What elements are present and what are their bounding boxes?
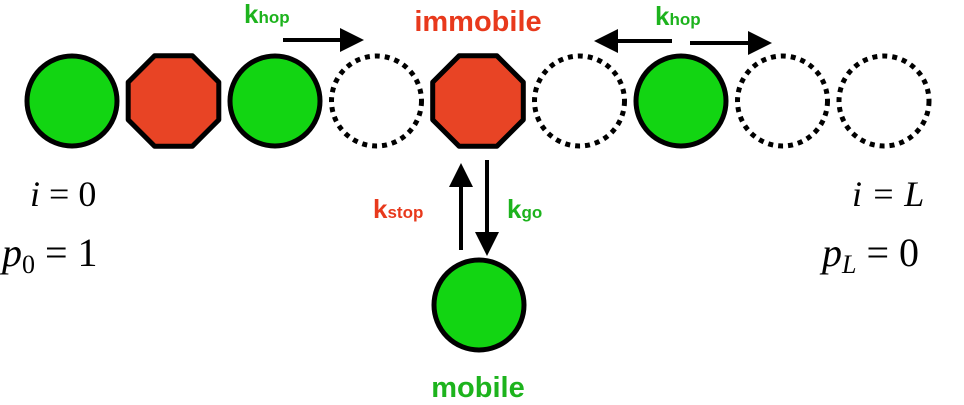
rate-hop-right-label: khop bbox=[655, 1, 701, 31]
mobile-label: mobile bbox=[431, 372, 524, 404]
rate-stop-label: kstop bbox=[373, 194, 423, 224]
left-prob-label: p0 = 1 bbox=[0, 230, 98, 279]
left-index-var: i bbox=[30, 174, 40, 214]
rate-stop-sub: stop bbox=[387, 203, 423, 222]
rate-hop-left-base: k bbox=[244, 0, 259, 29]
immobile-particle bbox=[125, 53, 222, 149]
rate-go-label: kgo bbox=[507, 194, 542, 224]
immobile-label: immobile bbox=[414, 6, 541, 38]
empty-site bbox=[532, 53, 627, 149]
lattice-row bbox=[24, 53, 932, 149]
immobile-particle bbox=[430, 53, 526, 149]
right-index-label: i = L bbox=[852, 174, 924, 214]
right-index-var: i bbox=[852, 174, 862, 214]
rate-hop-left-label: khop bbox=[244, 0, 290, 29]
mobile-particle-site bbox=[227, 53, 323, 149]
mobile-particle-site bbox=[633, 53, 729, 149]
right-prob-label: pL = 0 bbox=[819, 230, 919, 279]
rate-stop-base: k bbox=[373, 194, 388, 224]
right-prob-eq: = 0 bbox=[856, 230, 919, 275]
rate-go-sub: go bbox=[521, 203, 542, 222]
mobile-particle-site bbox=[24, 53, 120, 149]
empty-site bbox=[836, 53, 932, 149]
rate-go-base: k bbox=[507, 194, 522, 224]
right-prob-sub: L bbox=[841, 250, 856, 279]
right-index-eq: = L bbox=[862, 174, 924, 214]
left-prob-sub: 0 bbox=[22, 250, 35, 279]
mobile-particle bbox=[431, 257, 527, 353]
rate-hop-left-sub: hop bbox=[258, 8, 289, 27]
left-index-label: i = 0 bbox=[30, 174, 96, 214]
empty-site bbox=[735, 53, 830, 149]
left-prob-var: p bbox=[0, 230, 22, 275]
empty-site bbox=[329, 53, 424, 149]
right-prob-var: p bbox=[819, 230, 842, 275]
rate-hop-right-sub: hop bbox=[669, 10, 700, 29]
left-index-eq: = 0 bbox=[40, 174, 96, 214]
rate-hop-right-base: k bbox=[655, 1, 670, 31]
left-prob-eq: = 1 bbox=[35, 230, 98, 275]
